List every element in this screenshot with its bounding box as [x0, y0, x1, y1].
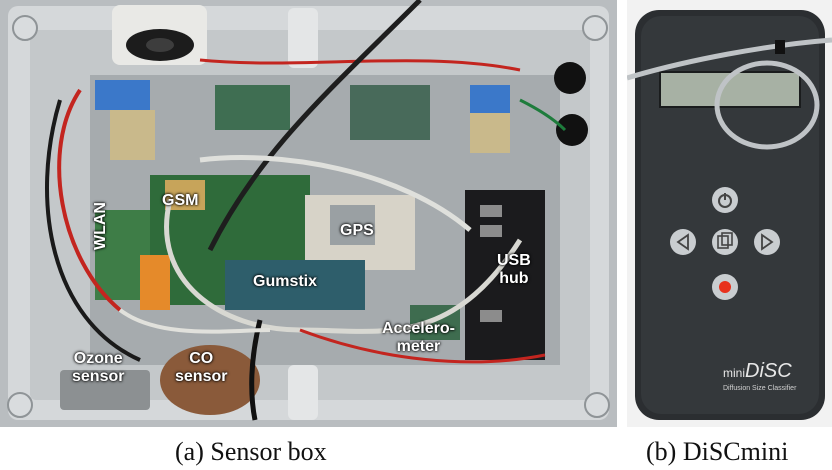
accelerometer-label: Accelero- meter [382, 320, 455, 356]
ozone-sensor-label: Ozone sensor [72, 350, 124, 386]
co-sensor-label-line2: sensor [175, 368, 228, 385]
accelerometer-label-line2: meter [396, 338, 441, 355]
fan [112, 5, 207, 65]
record-button[interactable] [712, 274, 738, 300]
wlan-label: WLAN [92, 202, 109, 250]
usb-hub [465, 190, 545, 360]
gps-label: GPS [340, 222, 374, 239]
terminal-block-right [470, 85, 510, 153]
usb-hub-label: USB hub [497, 252, 531, 288]
caption-sensor-box: (a) Sensor box [175, 437, 327, 466]
sensor-box-illustration [0, 0, 617, 427]
ozone-sensor-label-line1: Ozone [73, 350, 123, 367]
gsm-label: GSM [162, 192, 199, 209]
brand-prefix: mini [723, 366, 746, 380]
discmini-photo: miniDiSC Diffusion Size Classifier [627, 0, 832, 427]
sensor-box-photo: GSM WLAN GPS USB hub Gumstix Accelero- m… [0, 0, 617, 427]
left-arrow-button[interactable] [670, 229, 696, 255]
brand-name: DiSC [745, 360, 792, 382]
terminal-block-left [95, 80, 155, 160]
co-sensor-label: CO sensor [175, 350, 227, 386]
discmini-illustration [627, 0, 832, 427]
device-subtitle: Diffusion Size Classifier [723, 385, 797, 392]
power-button[interactable] [712, 187, 738, 213]
right-arrow-button[interactable] [754, 229, 780, 255]
usb-hub-label-line2: hub [499, 270, 529, 287]
page-button[interactable] [712, 229, 738, 255]
usb-hub-label-line1: USB [497, 252, 531, 269]
ozone-sensor-label-line2: sensor [72, 368, 125, 385]
device-brand: miniDiSC [723, 360, 792, 383]
co-sensor-label-line1: CO [189, 350, 214, 367]
accelerometer-label-line1: Accelero- [382, 320, 455, 337]
caption-discmini: (b) DiSCmini [646, 437, 789, 466]
gumstix-label: Gumstix [253, 273, 318, 290]
